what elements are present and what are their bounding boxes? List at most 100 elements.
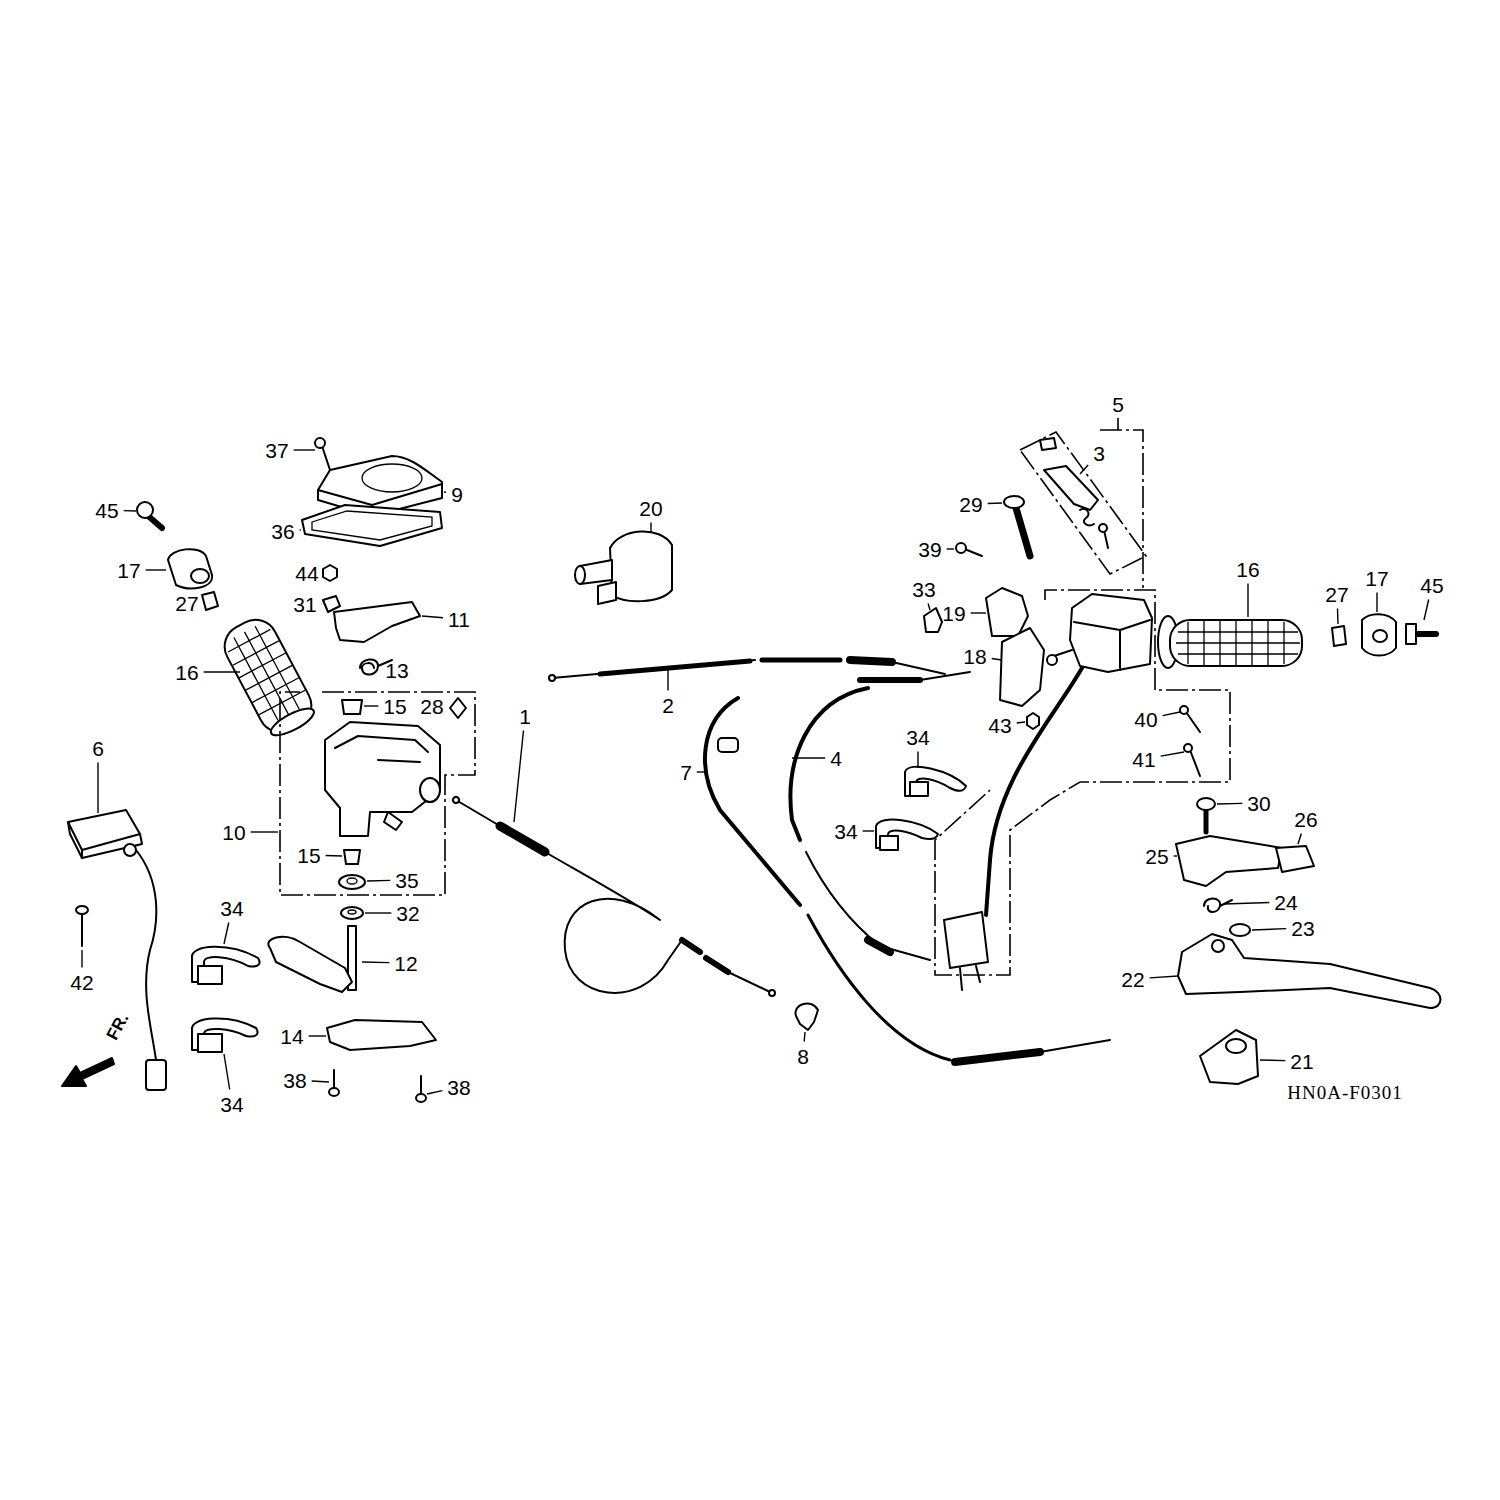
leader-line [364, 705, 378, 706]
leader-line [1174, 855, 1177, 856]
strap [192, 1018, 258, 1052]
screw [956, 543, 982, 556]
brake-lever [1178, 934, 1441, 1008]
leader-line [367, 880, 390, 882]
choke-cable [549, 660, 945, 681]
drawing-code: HN0A-F0301 [1285, 1082, 1405, 1103]
callout-number: 29 [957, 493, 984, 516]
bolt [1406, 624, 1436, 644]
callout-number: 21 [1288, 1050, 1315, 1073]
control-module [68, 810, 166, 1090]
leader-line [792, 757, 825, 758]
throttle-arm [334, 602, 420, 642]
grip [217, 612, 320, 742]
leader-line [300, 529, 301, 530]
callout-number: 18 [961, 645, 988, 668]
leader-line [697, 771, 704, 772]
callout-number: 25 [1143, 845, 1170, 868]
leader-line [444, 491, 446, 493]
grip [1158, 616, 1302, 668]
callout-number: 6 [90, 737, 106, 760]
callout-number: 33 [910, 578, 937, 601]
throttle-lever [268, 926, 356, 992]
callout-number: 15 [295, 844, 322, 867]
callout-number: 15 [381, 695, 408, 718]
callout-number: 24 [1272, 891, 1299, 914]
leader-line [928, 604, 930, 611]
leader-line [667, 670, 668, 691]
callout-number: 11 [446, 608, 472, 631]
callout-number: 2 [660, 694, 676, 717]
callout-number: 34 [218, 897, 245, 920]
callout-number: 45 [93, 499, 120, 522]
leader-line [514, 731, 523, 823]
brake-cable [705, 698, 1110, 1062]
callout-number: 38 [281, 1069, 308, 1092]
leader-line [1298, 834, 1301, 845]
leader-line [81, 950, 82, 968]
assembly-bracket [1100, 418, 1143, 588]
leader-line [97, 763, 98, 814]
lever-knob [1276, 846, 1314, 872]
lock-lever [1176, 836, 1282, 886]
front-arrow [62, 1058, 114, 1086]
callout-number: 42 [68, 971, 95, 994]
callout-number: 30 [1245, 792, 1272, 815]
clamp [924, 608, 942, 632]
callout-number: 13 [383, 659, 410, 682]
screw [76, 906, 88, 946]
leader-line [1252, 929, 1286, 930]
leader-line [326, 855, 342, 857]
callout-number: 34 [904, 726, 931, 749]
leader-line [1260, 1059, 1285, 1061]
leader-line [1080, 465, 1088, 474]
callout-number: 26 [1292, 808, 1319, 831]
callout-number: 17 [115, 559, 142, 582]
callout-number: 3 [1091, 442, 1107, 465]
callout-number: 7 [678, 761, 694, 784]
leader-line [917, 752, 918, 769]
parking-cable [791, 672, 970, 960]
leader-line [1017, 721, 1025, 723]
leader-line [804, 1032, 806, 1042]
bolt [137, 502, 162, 528]
leader-line [224, 923, 229, 945]
leader-line [992, 658, 1002, 660]
leader-line [863, 830, 874, 831]
gasket-piece [450, 698, 466, 718]
callout-number: 28 [418, 695, 445, 718]
leader-line [321, 603, 323, 604]
leader-line [309, 1035, 326, 1036]
lock-set [1020, 432, 1146, 574]
callout-number: 23 [1289, 917, 1316, 940]
pivot-collar [1230, 924, 1250, 936]
leader-line [1424, 600, 1429, 621]
callout-number: 37 [263, 439, 290, 462]
throttle-housing [325, 722, 440, 836]
callout-number: 9 [449, 483, 465, 506]
leader-line [988, 502, 1002, 504]
callout-number: 36 [269, 520, 296, 543]
callout-number: 41 [1130, 748, 1157, 771]
leader-line [224, 1054, 230, 1090]
screw [1197, 798, 1215, 832]
assembly-bracket [280, 692, 475, 895]
callout-number: 5 [1110, 393, 1126, 416]
bushing [342, 700, 362, 714]
callout-number: 27 [173, 592, 200, 615]
callout-number: 22 [1119, 968, 1146, 991]
leader-line [146, 569, 166, 570]
leader-line [1150, 976, 1178, 978]
leader-line [1376, 593, 1377, 613]
bushing [344, 850, 360, 864]
leader-line [124, 510, 136, 512]
choke-cover [575, 531, 672, 604]
callout-number: 17 [1363, 567, 1390, 590]
nut [1027, 713, 1039, 729]
callout-number: 39 [916, 538, 943, 561]
leader-line [1163, 712, 1180, 716]
callout-number: 4 [828, 747, 844, 770]
gasket [302, 505, 442, 546]
callout-number: 16 [173, 661, 200, 684]
